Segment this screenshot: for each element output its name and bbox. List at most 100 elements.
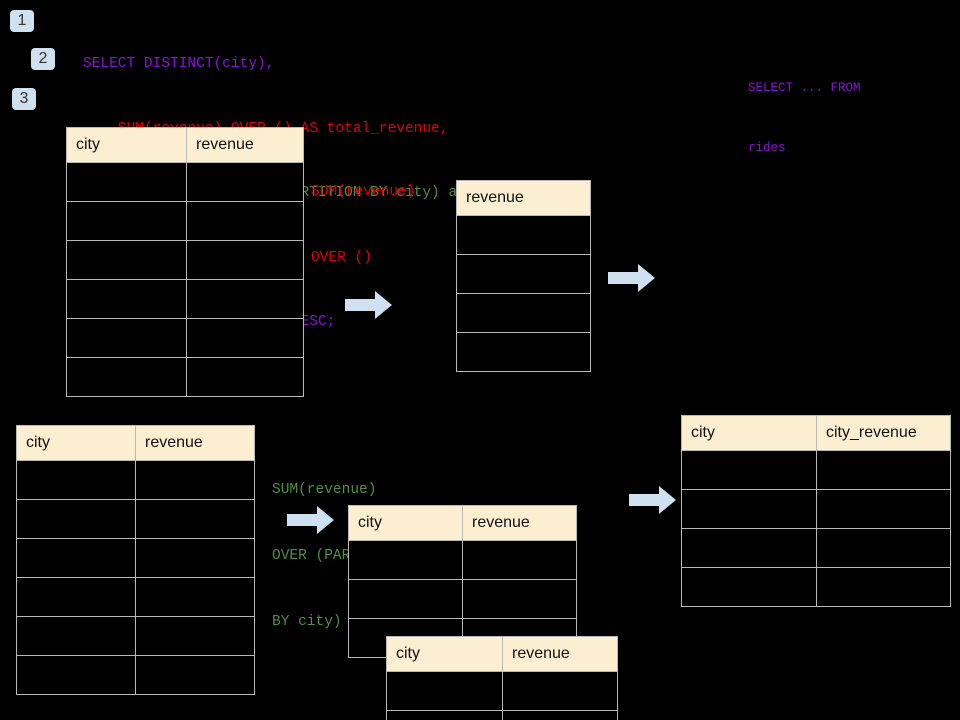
annotation-total-revenue: SUM(revenue) OVER () <box>311 137 415 313</box>
annotation-total-revenue-line-1: SUM(revenue) <box>311 184 416 200</box>
cell-revenue <box>186 318 304 358</box>
cell-city <box>386 710 503 720</box>
annotation-city-revenue-line-1: SUM(revenue) <box>272 482 377 498</box>
cell-city <box>66 357 187 397</box>
table-row <box>386 671 618 711</box>
cell-revenue <box>135 616 255 656</box>
column-header-revenue: revenue <box>502 636 618 672</box>
table-rides-source-bottom: city revenue <box>16 425 255 695</box>
table-row <box>16 655 255 695</box>
table-row <box>66 279 304 319</box>
table-row <box>66 240 304 280</box>
cell-revenue <box>186 162 304 202</box>
table-row <box>16 577 255 617</box>
cell-city <box>681 567 817 607</box>
table-rides-source-top: city revenue <box>66 127 304 397</box>
step-badge-1: 1 <box>10 10 34 32</box>
column-header-city: city <box>16 425 136 461</box>
cell-revenue <box>186 357 304 397</box>
step-badge-2: 2 <box>31 48 55 70</box>
cell-city <box>66 318 187 358</box>
column-header-revenue: revenue <box>186 127 304 163</box>
column-header-city: city <box>348 505 463 541</box>
cell-city <box>681 489 817 529</box>
side-note-line-2: rides <box>748 141 786 155</box>
table-header-row: revenue <box>456 180 591 216</box>
arrow-right-icon <box>629 486 676 514</box>
cell-city <box>66 240 187 280</box>
cell-revenue <box>462 579 577 619</box>
table-total-revenue-result: revenue <box>456 180 591 372</box>
table-row <box>348 540 577 580</box>
table-row <box>66 201 304 241</box>
side-note-line-1: SELECT ... FROM <box>748 81 861 95</box>
cell-revenue <box>186 279 304 319</box>
cell-city <box>16 616 136 656</box>
table-row <box>66 162 304 202</box>
cell-city <box>16 655 136 695</box>
arrow-right-icon <box>287 506 334 534</box>
cell-city-revenue <box>816 567 951 607</box>
column-header-city: city <box>681 415 817 451</box>
cell-city-revenue <box>816 450 951 490</box>
arrow-source-to-total <box>345 290 393 325</box>
column-header-revenue: revenue <box>135 425 255 461</box>
cell-revenue <box>135 538 255 578</box>
arrow-partition-to-final <box>629 485 677 520</box>
cell-city <box>348 579 463 619</box>
table-row <box>681 450 951 490</box>
table-row <box>16 460 255 500</box>
table-row <box>456 293 591 333</box>
sql-line-1: SELECT DISTINCT(city), <box>83 56 275 72</box>
cell-revenue <box>135 655 255 695</box>
cell-revenue <box>502 710 618 720</box>
cell-city-revenue <box>816 489 951 529</box>
table-row <box>66 318 304 358</box>
cell-revenue <box>135 577 255 617</box>
cell-revenue <box>135 499 255 539</box>
table-row <box>386 710 618 720</box>
cell-city <box>66 279 187 319</box>
table-row <box>681 567 951 607</box>
cell-revenue <box>456 215 591 255</box>
table-row <box>16 538 255 578</box>
cell-city <box>681 528 817 568</box>
annotation-city-revenue-line-3: BY city) <box>272 614 342 630</box>
table-row <box>681 489 951 529</box>
table-row <box>456 215 591 255</box>
arrow-right-icon <box>608 264 655 292</box>
table-row <box>681 528 951 568</box>
table-header-row: city city_revenue <box>681 415 951 451</box>
table-header-row: city revenue <box>348 505 577 541</box>
column-header-city: city <box>386 636 503 672</box>
cell-city <box>66 201 187 241</box>
cell-city <box>386 671 503 711</box>
cell-revenue <box>186 240 304 280</box>
table-row <box>456 332 591 372</box>
table-row <box>348 579 577 619</box>
column-header-city: city <box>66 127 187 163</box>
step-badge-3: 3 <box>12 88 36 110</box>
cell-revenue <box>502 671 618 711</box>
cell-revenue <box>456 332 591 372</box>
cell-city-revenue <box>816 528 951 568</box>
table-row <box>66 357 304 397</box>
side-note-select-from: SELECT ... FROM rides <box>748 38 861 198</box>
table-header-row: city revenue <box>66 127 304 163</box>
cell-revenue <box>456 254 591 294</box>
table-header-row: city revenue <box>16 425 255 461</box>
table-row <box>16 499 255 539</box>
table-partition-group-front: city revenue <box>386 636 618 720</box>
cell-city <box>16 499 136 539</box>
arrow-total-to-final <box>608 263 656 298</box>
column-header-revenue: revenue <box>456 180 591 216</box>
table-final-result: city city_revenue <box>681 415 951 607</box>
table-header-row: city revenue <box>386 636 618 672</box>
cell-city <box>681 450 817 490</box>
cell-revenue <box>135 460 255 500</box>
arrow-right-icon <box>345 291 392 319</box>
cell-revenue <box>462 540 577 580</box>
cell-city <box>16 538 136 578</box>
cell-revenue <box>456 293 591 333</box>
